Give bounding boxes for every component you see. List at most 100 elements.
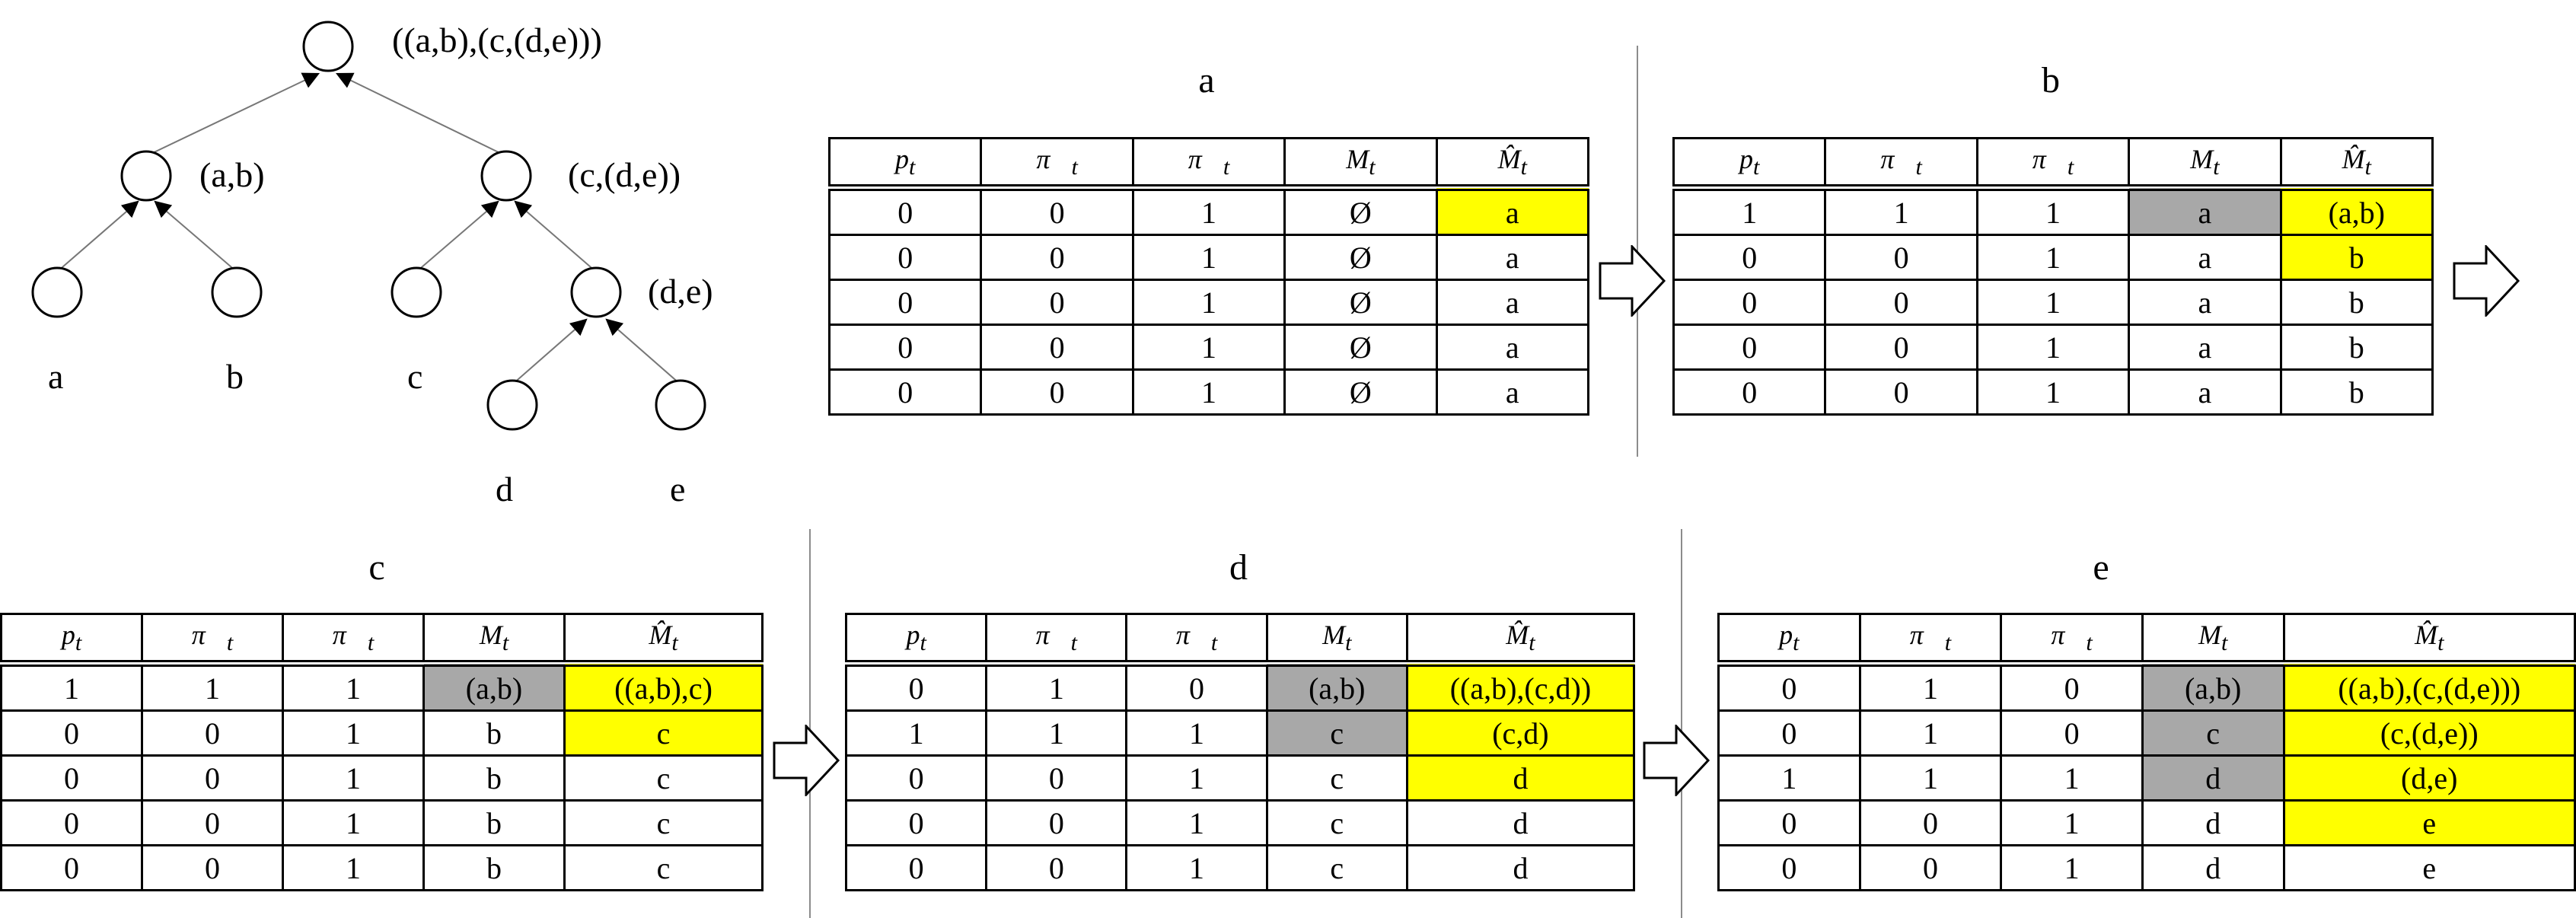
panel-title-e: e <box>2093 547 2109 588</box>
header-symbol: π <box>1036 143 1072 174</box>
header-symbol: π <box>191 619 227 650</box>
header-symbol: p <box>1739 143 1754 174</box>
cell-M-hat-t: e <box>2282 844 2576 891</box>
cell-pi-backward-t: 1 <box>282 662 425 712</box>
cell-M-hat-t: (a,b) <box>2279 186 2434 236</box>
header-pi-forward-t: π⃗t <box>1824 137 1978 189</box>
header-p-t: pt <box>0 613 143 665</box>
leaf-a-label: a <box>48 357 64 396</box>
header-symbol: p <box>906 619 920 650</box>
cell-p-t: 1 <box>0 662 143 712</box>
cell-M-t: a <box>2128 186 2282 236</box>
header-pi-forward-t: π⃗t <box>141 613 284 665</box>
cell-M-hat-t: b <box>2279 324 2434 371</box>
cell-M-hat-t: b <box>2279 279 2434 326</box>
cell-M-hat-t: d <box>1405 754 1636 802</box>
header-subscript: t <box>2086 630 2093 656</box>
cell-M-t: d <box>2141 844 2285 891</box>
cell-M-hat-t: d <box>1405 844 1636 891</box>
cell-p-t: 0 <box>1717 662 1861 712</box>
binary-tree-diagram <box>31 21 706 431</box>
cell-M-t: c <box>1265 844 1408 891</box>
cell-pi-forward-t: 0 <box>980 234 1134 281</box>
cell-M-t: (a,b) <box>2141 662 2285 712</box>
header-subscript: t <box>920 630 926 656</box>
cell-pi-forward-t: 1 <box>985 709 1128 757</box>
cell-pi-backward-t: 0 <box>1125 662 1268 712</box>
header-pi-backward-t: π⃖t <box>282 613 425 665</box>
cell-pi-backward-t: 1 <box>1131 186 1286 236</box>
cell-pi-forward-t: 0 <box>985 799 1128 846</box>
cell-pi-backward-t: 1 <box>1131 234 1286 281</box>
panel-title-d: d <box>1229 547 1248 588</box>
header-pi-backward-t: π⃖t <box>1125 613 1268 665</box>
cell-p-t: 0 <box>827 234 983 281</box>
cell-M-hat-t: a <box>1435 234 1590 281</box>
cell-pi-backward-t: 1 <box>1131 279 1286 326</box>
header-subscript: t <box>502 630 509 656</box>
cell-M-t: d <box>2141 799 2285 846</box>
cell-p-t: 1 <box>1717 754 1861 802</box>
edge-b-ab <box>154 200 238 273</box>
leaf-c <box>391 266 442 318</box>
header-symbol: π <box>1035 619 1071 650</box>
cell-pi-forward-t: 1 <box>1858 709 2003 757</box>
cell-pi-forward-t: 0 <box>141 709 284 757</box>
header-subscript: t <box>1071 155 1078 180</box>
cell-pi-backward-t: 1 <box>1975 279 2131 326</box>
leaf-c-label: c <box>407 357 423 396</box>
cell-M-hat-t: d <box>1405 799 1636 846</box>
cell-pi-forward-t: 0 <box>985 844 1128 891</box>
cell-M-t: d <box>2141 754 2285 802</box>
edge-a-ab <box>56 200 139 273</box>
cell-pi-backward-t: 1 <box>1975 324 2131 371</box>
cell-M-t: Ø <box>1283 279 1438 326</box>
cell-M-t: Ø <box>1283 234 1438 281</box>
cell-pi-forward-t: 0 <box>141 754 284 802</box>
header-subscript: t <box>1210 630 1218 656</box>
cell-p-t: 0 <box>1672 234 1827 281</box>
node-de-label: (d,e) <box>648 272 713 311</box>
panel-title-c: c <box>368 547 385 588</box>
header-subscript: t <box>1369 155 1376 180</box>
header-subscript: t <box>1223 155 1230 180</box>
edge-de-cde <box>514 200 597 273</box>
next-step-arrow-icon <box>1599 245 1666 317</box>
state-table-e: ptπ⃗tπ⃖tMtM̂t010(a,b)((a,b),(c,(d,e)))01… <box>1717 613 2576 891</box>
cell-pi-backward-t: 1 <box>282 709 425 757</box>
cell-M-hat-t: (c,(d,e)) <box>2282 709 2576 757</box>
header-M-hat-t: M̂t <box>2279 137 2434 189</box>
cell-M-t: Ø <box>1283 186 1438 236</box>
cell-M-hat-t: c <box>563 754 764 802</box>
cell-pi-forward-t: 0 <box>141 799 284 846</box>
header-symbol: M <box>2198 619 2222 650</box>
cell-p-t: 0 <box>1717 844 1861 891</box>
cell-pi-backward-t: 1 <box>2000 844 2144 891</box>
header-M-t: Mt <box>422 613 566 665</box>
node-cde-label: (c,(d,e)) <box>568 155 681 194</box>
cell-pi-backward-t: 0 <box>2000 709 2144 757</box>
header-M-hat-t: M̂t <box>563 613 764 665</box>
cell-p-t: 0 <box>844 799 988 846</box>
cell-M-t: a <box>2128 279 2282 326</box>
header-pi-forward-t: π⃗t <box>980 137 1134 189</box>
header-symbol: π <box>2051 619 2087 650</box>
header-M-t: Mt <box>2141 613 2285 665</box>
cell-pi-backward-t: 1 <box>282 799 425 846</box>
edge-e-de <box>605 318 681 385</box>
cell-M-hat-t: ((a,b),(c,(d,e))) <box>2282 662 2576 712</box>
cell-pi-backward-t: 1 <box>282 844 425 891</box>
cell-p-t: 0 <box>844 662 988 712</box>
header-subscript: t <box>1345 630 1352 656</box>
header-subscript: t <box>2067 155 2074 180</box>
cell-pi-forward-t: 1 <box>1858 754 2003 802</box>
state-table-d: ptπ⃗tπ⃖tMtM̂t010(a,b)((a,b),(c,d))111c(c… <box>844 613 1636 891</box>
